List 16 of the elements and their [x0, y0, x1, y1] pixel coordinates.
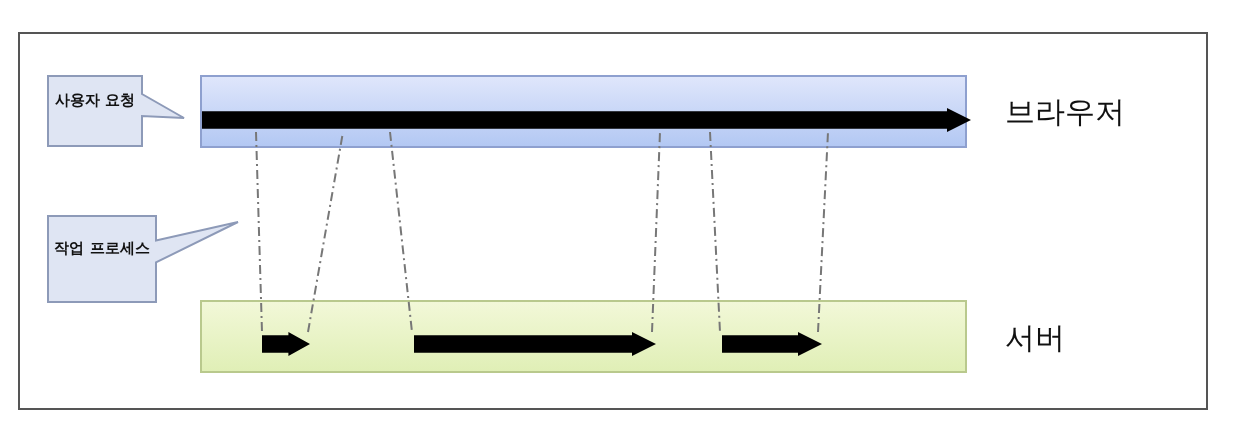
dash-dot-line [651, 131, 661, 333]
process-arrow [262, 332, 310, 356]
callout-bubble [48, 216, 238, 302]
dash-dot-line [389, 131, 413, 333]
callout-text: 작업 프로세스 [54, 238, 150, 259]
process-arrow [202, 108, 971, 132]
band-label: 브라우저 [1005, 93, 1125, 131]
dash-dot-line [709, 131, 721, 333]
dash-dot-line [817, 131, 829, 333]
dash-dot-line [255, 131, 263, 333]
band-label: 서버 [1005, 319, 1065, 357]
process-arrow [722, 332, 822, 356]
callout-text: 사용자 요청 [54, 90, 136, 111]
process-arrow [414, 332, 656, 356]
callout-bubble [48, 76, 184, 146]
timeline-band [200, 300, 967, 373]
